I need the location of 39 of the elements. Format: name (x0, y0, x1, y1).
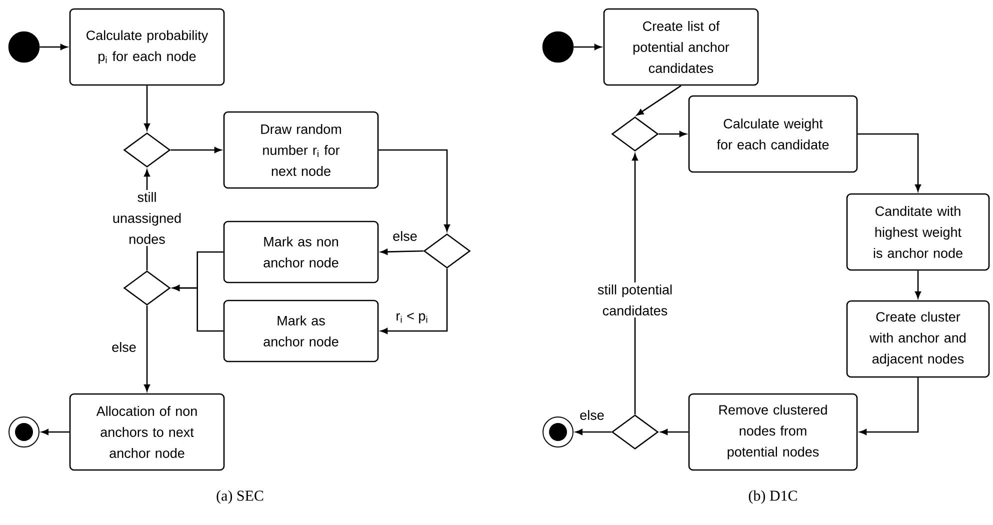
arrow (636, 85, 682, 116)
arrow (172, 285, 224, 332)
edge-label: else (110, 340, 138, 354)
process-box: Mark as anchor node (223, 300, 379, 362)
process-box: Calculate probability p$_{i}$ for each node (69, 8, 225, 86)
process-box: Mark as non anchor node (223, 220, 379, 284)
arrow (915, 270, 921, 298)
process-box: Calculate weight for each candidate (688, 95, 858, 173)
process-box: Create list of potential anchor candidates (603, 8, 759, 86)
arrow (144, 86, 150, 130)
edge-label: still potential candidates (588, 282, 682, 318)
arrow (860, 378, 919, 435)
process-box: Allocation of non anchors to next anchor node (69, 393, 225, 471)
arrow (575, 429, 612, 435)
arrow (658, 131, 686, 137)
arrow (144, 306, 150, 392)
arrow (170, 147, 222, 153)
arrow (41, 429, 70, 435)
subfigure-caption: (b) D1C (748, 490, 797, 504)
start-node (8, 31, 40, 63)
edge-label: still unassigned nodes (102, 190, 192, 246)
subfigure-caption: (a) SEC (216, 490, 264, 504)
arrow (380, 248, 424, 255)
start-node (542, 31, 574, 63)
process-box: Canditate with highest weight is anchor node (846, 193, 990, 271)
arrow (858, 133, 921, 192)
process-box: Remove clustered nodes from potential nodes (688, 393, 858, 471)
arrow (574, 44, 602, 50)
process-box: Create cluster with anchor and adjacent nodes (846, 300, 990, 378)
end-node (542, 416, 574, 448)
arrow (378, 149, 450, 232)
edge-label: r$_{i}$ < p$_{i}$ (394, 310, 430, 326)
arrow (40, 44, 68, 50)
end-node (8, 416, 40, 448)
edge-label: else (390, 229, 420, 243)
edge-label: else (578, 408, 606, 422)
process-box: Draw random number r$_{i}$ for next node (223, 111, 379, 189)
arrow (660, 429, 688, 435)
arrow (380, 268, 448, 334)
